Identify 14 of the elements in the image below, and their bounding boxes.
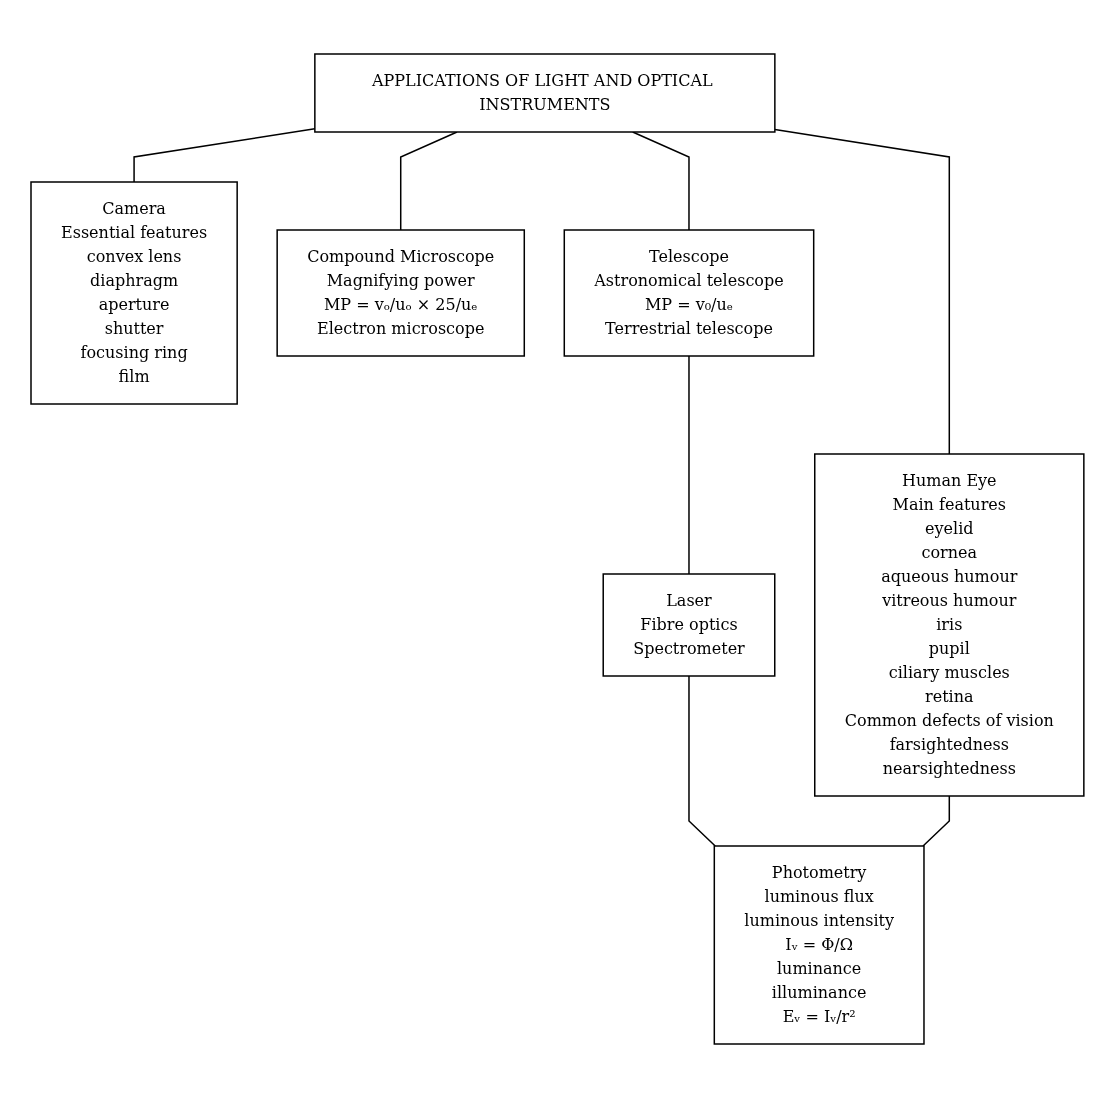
node-box: Compound Microscope Magnifying power MP = vₒ/uₒ × 25/uₑ Electron microscope [276, 228, 526, 357]
connector [133, 127, 316, 183]
node-box: Laser Fibre optics Spectrometer [602, 572, 776, 677]
connector [400, 130, 458, 231]
connector [688, 354, 690, 575]
node-box: Camera Essential features convex lens diaphragm aperture shutter focusing ring film [30, 180, 238, 405]
node-box: APPLICATIONS OF LIGHT AND OPTICAL INSTRUMENTS [314, 52, 776, 133]
node-box: Human Eye Main features eyelid cornea aqueous humour vitreous humour iris pupil ciliary muscles retina Common defects of vision farsightedness nearsightedness [814, 452, 1085, 797]
connector [774, 128, 951, 455]
node-box: Photometry luminous flux luminous intensity Iᵥ = Φ/Ω luminance illuminance Eᵥ = Iᵥ/r² [713, 844, 925, 1045]
connector [922, 794, 951, 847]
connector [632, 130, 690, 231]
connector [688, 674, 717, 847]
node-box: Telescope Astronomical telescope MP = v₀/uₑ Terrestrial telescope [563, 228, 815, 357]
